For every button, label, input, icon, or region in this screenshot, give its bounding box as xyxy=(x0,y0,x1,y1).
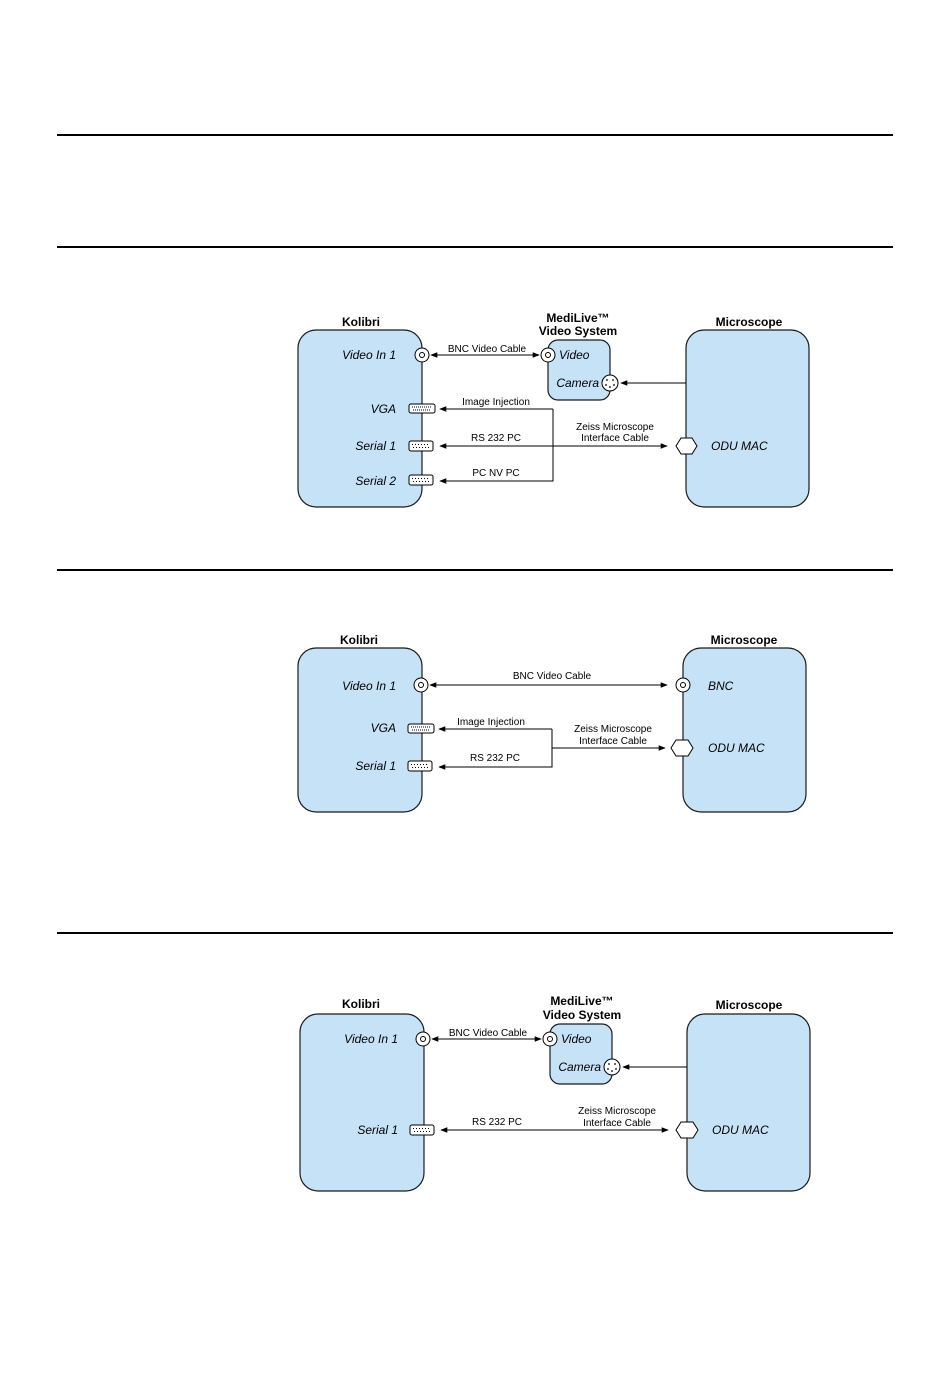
bnc-connector-icon xyxy=(542,1031,558,1047)
kolibri-box xyxy=(297,647,423,813)
microscope-odu-label: ODU MAC xyxy=(711,439,768,453)
zeiss-cable-sublabel: Interface Cable xyxy=(579,736,647,747)
connection-diagram-2: Kolibri Video In 1 VGA Serial 1 Microsco… xyxy=(297,633,807,813)
microscope-bnc-label: BNC xyxy=(708,679,734,693)
microscope-box xyxy=(682,647,807,813)
medilive-title: MediLive™ xyxy=(546,311,609,325)
vga-connector-icon xyxy=(408,403,436,414)
camera-connector-icon xyxy=(601,374,619,392)
microscope-box xyxy=(685,329,810,508)
section-rule xyxy=(57,246,893,248)
serial-connector-icon xyxy=(408,474,434,486)
port-label-vga: VGA xyxy=(371,402,396,416)
medilive-camera-label: Camera xyxy=(556,376,599,390)
kolibri-title: Kolibri xyxy=(340,633,378,647)
medilive-subtitle: Video System xyxy=(543,1008,621,1022)
rs232-label: RS 232 PC xyxy=(471,433,521,444)
microscope-box xyxy=(686,1013,811,1192)
medilive-video-label: Video xyxy=(561,1032,592,1046)
microscope-title: Microscope xyxy=(716,315,783,329)
bnc-connector-icon xyxy=(540,347,556,363)
bnc-cable-label: BNC Video Cable xyxy=(513,671,592,682)
bnc-connector-icon xyxy=(675,677,691,693)
rs232-label: RS 232 PC xyxy=(470,753,520,764)
port-label-video-in: Video In 1 xyxy=(342,348,396,362)
zeiss-cable-sublabel: Interface Cable xyxy=(583,1118,651,1129)
port-label-video-in: Video In 1 xyxy=(344,1032,398,1046)
connection-diagram-1: Kolibri Video In 1 VGA Serial 1 Serial 2… xyxy=(297,311,810,508)
port-label-serial1: Serial 1 xyxy=(357,1123,398,1137)
medilive-camera-label: Camera xyxy=(558,1060,601,1074)
odu-connector-icon xyxy=(670,739,694,757)
rs232-label: RS 232 PC xyxy=(472,1117,522,1128)
kolibri-title: Kolibri xyxy=(342,315,380,329)
medilive-video-label: Video xyxy=(559,348,590,362)
image-injection-label: Image Injection xyxy=(457,717,525,728)
port-label-video-in: Video In 1 xyxy=(342,679,396,693)
bnc-connector-icon xyxy=(415,1031,431,1047)
zeiss-cable-label: Zeiss Microscope xyxy=(576,422,654,433)
section-rule xyxy=(57,932,893,934)
microscope-odu-label: ODU MAC xyxy=(708,741,765,755)
medilive-title: MediLive™ xyxy=(550,994,613,1008)
serial-connector-icon xyxy=(408,440,434,452)
zeiss-cable-label: Zeiss Microscope xyxy=(574,724,652,735)
camera-connector-icon xyxy=(603,1058,621,1076)
zeiss-cable-label: Zeiss Microscope xyxy=(578,1106,656,1117)
port-label-vga: VGA xyxy=(371,721,396,735)
odu-connector-icon xyxy=(675,1121,699,1139)
port-label-serial1: Serial 1 xyxy=(355,439,396,453)
pcnv-cable-line xyxy=(439,409,554,484)
medilive-subtitle: Video System xyxy=(539,324,617,338)
medilive-box xyxy=(549,1023,613,1085)
vga-connector-icon xyxy=(407,723,435,734)
connection-diagram-3: Kolibri Video In 1 Serial 1 MediLive™ Vi… xyxy=(299,994,811,1192)
microscope-odu-label: ODU MAC xyxy=(712,1123,769,1137)
serial-connector-icon xyxy=(409,1124,435,1136)
pcnv-label: PC NV PC xyxy=(472,468,519,479)
microscope-title: Microscope xyxy=(711,633,778,647)
rs232-cable-line xyxy=(438,729,553,770)
kolibri-box xyxy=(297,329,423,508)
image-injection-label: Image Injection xyxy=(462,397,530,408)
bnc-connector-icon xyxy=(414,347,430,363)
microscope-title: Microscope xyxy=(716,998,783,1012)
port-label-serial1: Serial 1 xyxy=(355,759,396,773)
medilive-box xyxy=(547,339,611,401)
serial-connector-icon xyxy=(407,760,433,772)
section-rule xyxy=(57,134,893,136)
odu-connector-icon xyxy=(675,437,698,455)
kolibri-box xyxy=(299,1013,425,1192)
kolibri-title: Kolibri xyxy=(342,997,380,1011)
zeiss-cable-sublabel: Interface Cable xyxy=(581,433,649,444)
bnc-connector-icon xyxy=(413,677,429,693)
section-rule xyxy=(57,569,893,571)
bnc-cable-label: BNC Video Cable xyxy=(449,1028,528,1039)
bnc-cable-label: BNC Video Cable xyxy=(448,344,527,355)
port-label-serial2: Serial 2 xyxy=(355,474,396,488)
